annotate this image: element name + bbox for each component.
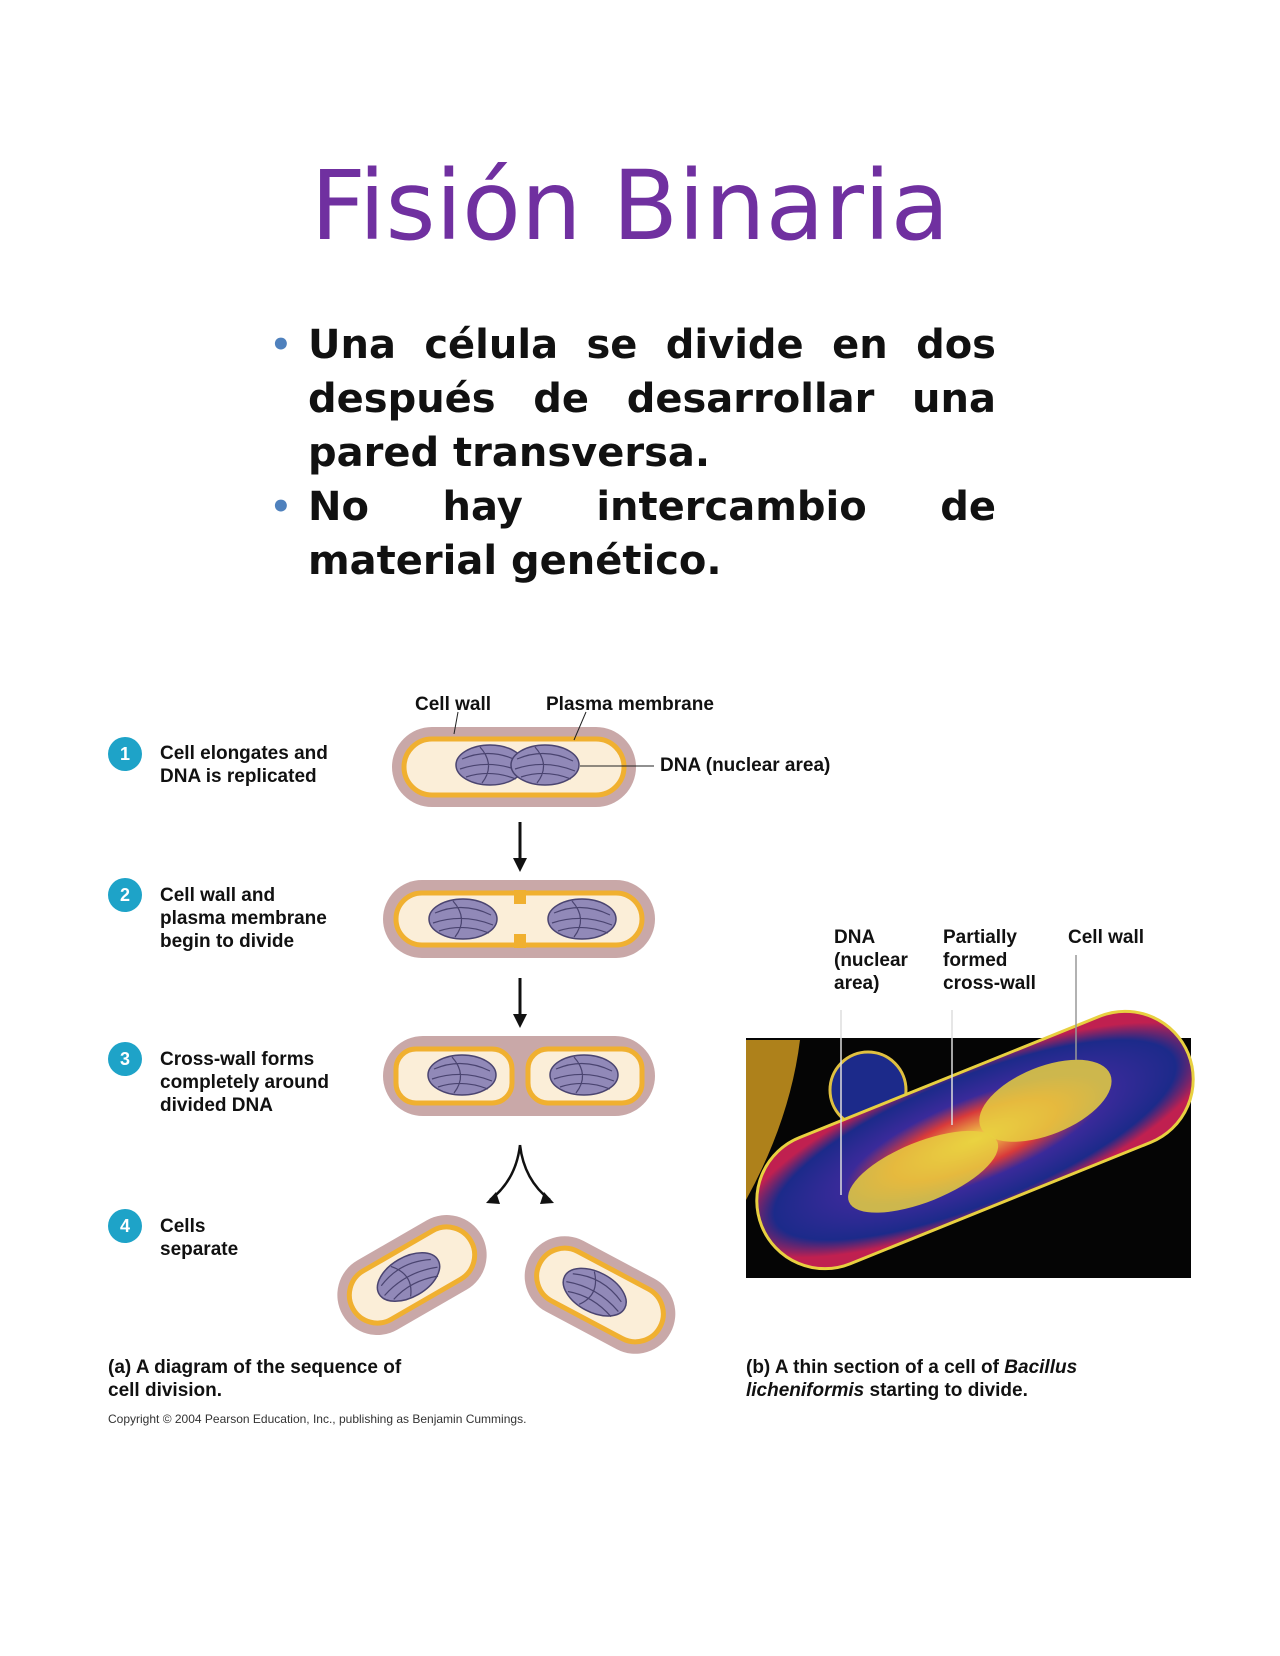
bullet-item: • Una célula se divide en dos después de …: [268, 318, 996, 480]
micro-label-dna: DNA (nuclear area): [834, 927, 908, 994]
bullet-text: No hay intercambio de material genético.: [308, 484, 996, 584]
step-number-3: 3: [108, 1042, 142, 1076]
slide-title: Fisión Binaria: [310, 150, 950, 262]
step-number-1: 1: [108, 737, 142, 771]
step-text-2: Cell wall and plasma membrane begin to d…: [160, 885, 327, 952]
cell-step-2: [383, 880, 655, 958]
micrograph-image: [746, 955, 1195, 1278]
caption-b-species: Bacillus licheniformis: [746, 1357, 1078, 1401]
step-text-3: Cross-wall forms completely around divid…: [160, 1049, 329, 1116]
bullet-icon: •: [270, 487, 292, 527]
copyright: Copyright © 2004 Pearson Education, Inc.…: [108, 1412, 527, 1426]
cell-step-1: [392, 711, 654, 807]
daughter-cell-right: [524, 1236, 676, 1354]
step-text-1: Cell elongates and DNA is replicated: [160, 743, 328, 787]
label-cell-wall: Cell wall: [415, 694, 492, 715]
micro-label-cross-wall: Partially formed cross-wall: [943, 927, 1036, 994]
label-dna: DNA (nuclear area): [660, 755, 831, 776]
bullet-icon: •: [270, 325, 292, 365]
dna-icon: [510, 744, 580, 786]
caption-a: (a) A diagram of the sequence of cell di…: [108, 1356, 408, 1402]
caption-b: (b) A thin section of a cell of Bacillus…: [746, 1356, 1126, 1402]
bullet-list: • Una célula se divide en dos después de …: [268, 318, 996, 588]
step-text-4: Cells separate: [160, 1216, 239, 1260]
caption-a-prefix: (a): [108, 1357, 132, 1378]
daughter-cell-left: [337, 1215, 487, 1335]
label-plasma-membrane: Plasma membrane: [546, 694, 714, 715]
caption-a-text: A diagram of the sequence of cell divisi…: [108, 1357, 402, 1401]
caption-b-text: A thin section of a cell of: [774, 1357, 999, 1378]
cell-step-3: [383, 1036, 655, 1116]
caption-b-suffix: starting to divide.: [869, 1380, 1028, 1401]
step-number-2: 2: [108, 878, 142, 912]
bullet-text: Una célula se divide en dos después de d…: [308, 322, 996, 476]
bullet-item: • No hay intercambio de material genético…: [268, 480, 996, 588]
step-number-4: 4: [108, 1209, 142, 1243]
split-arrow-icon: [489, 1144, 551, 1201]
micro-label-cell-wall: Cell wall: [1068, 927, 1145, 948]
caption-b-prefix: (b): [746, 1357, 771, 1378]
